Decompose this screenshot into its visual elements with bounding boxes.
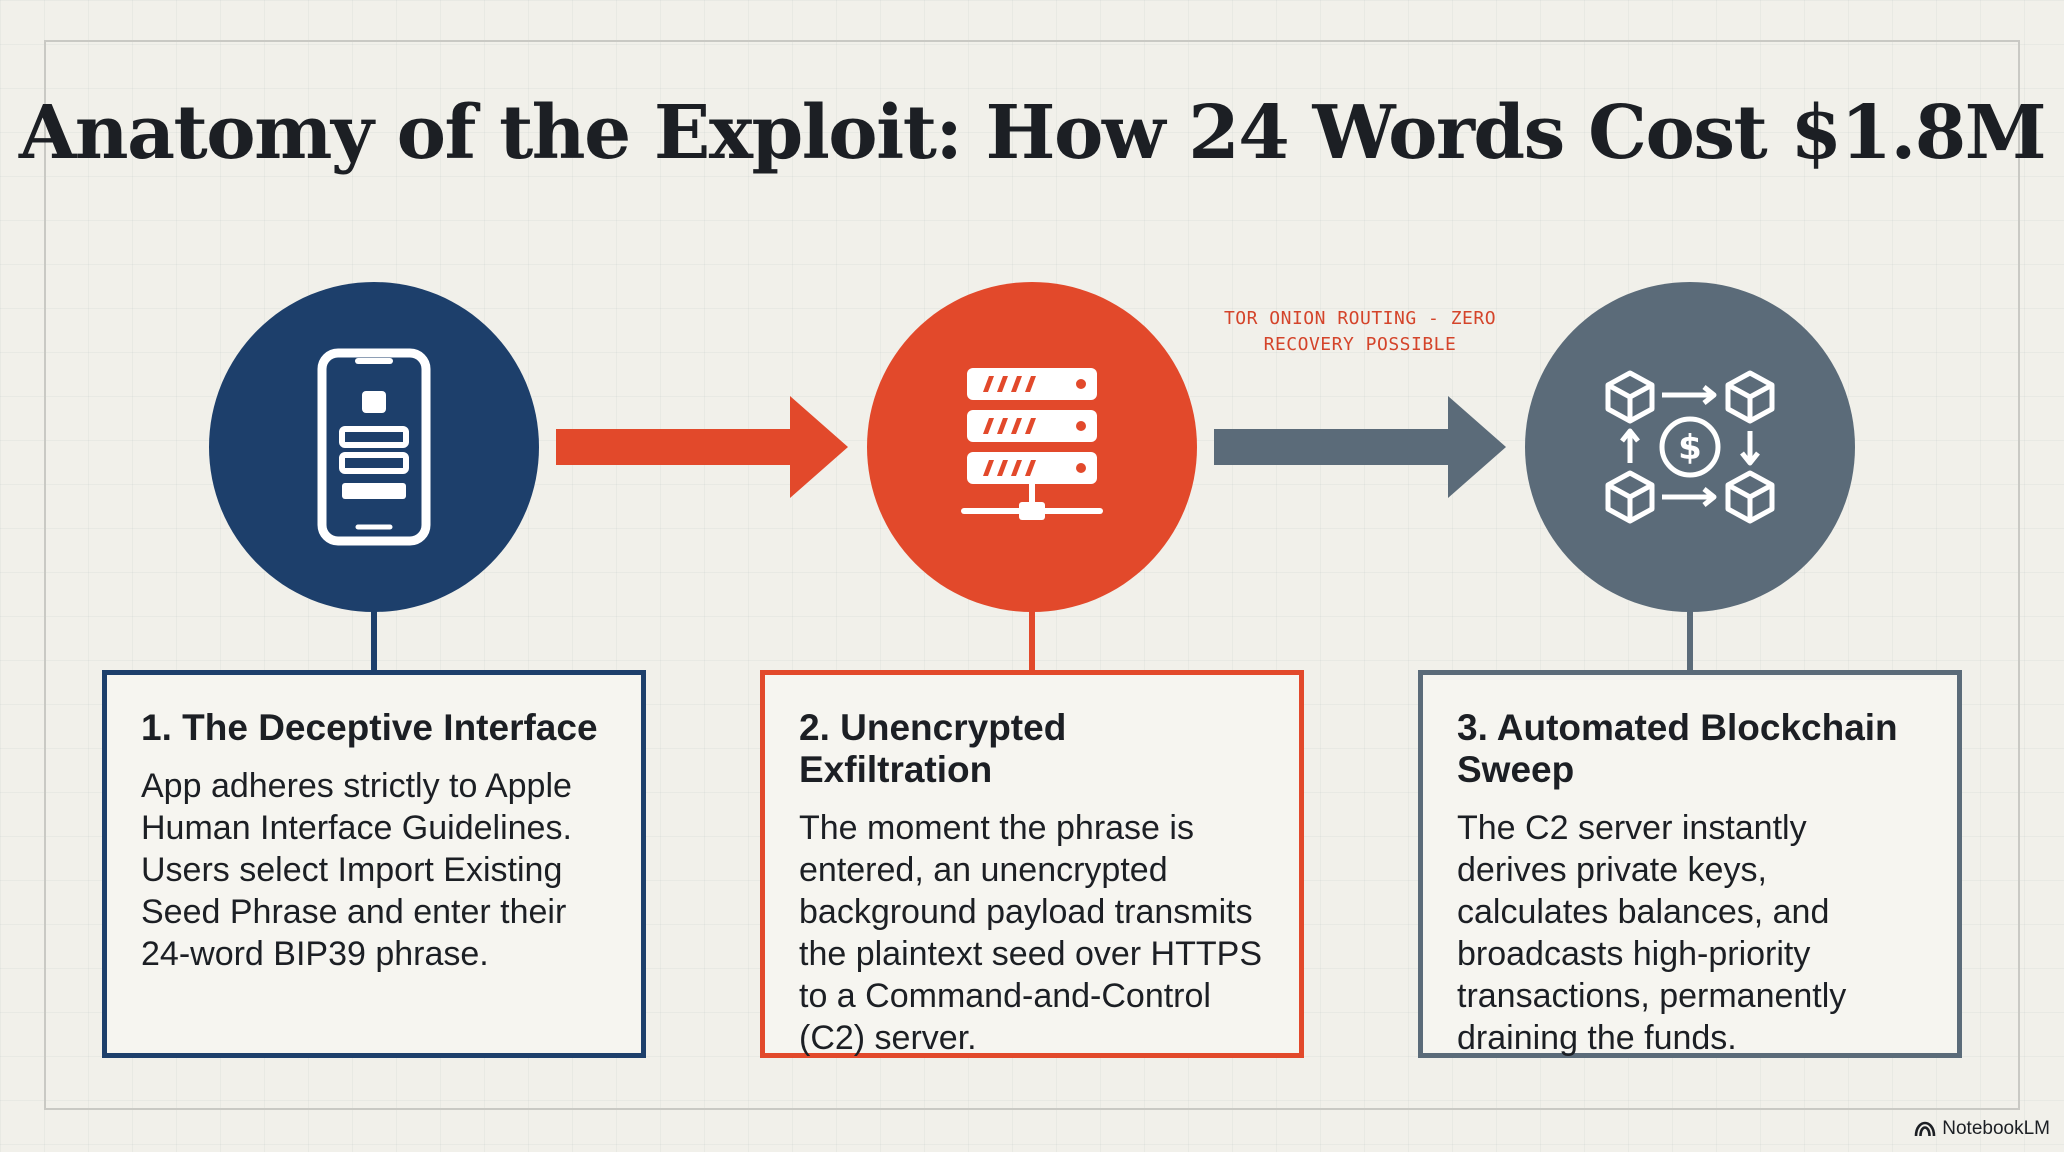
page-title: Anatomy of the Exploit: How 24 Words Cos… [18, 90, 2047, 176]
step-3-description: The C2 server instantly derives private … [1457, 809, 1847, 1057]
step-3-card: 3. Automated Blockchain Sweep The C2 ser… [1418, 670, 1962, 1058]
step-2-circle [867, 282, 1197, 612]
blockchain-sweep-icon: $ [1605, 370, 1775, 524]
step-3-connector-stem [1687, 610, 1693, 672]
step-1-heading: 1. The Deceptive Interface [141, 707, 598, 748]
step-1-card: 1. The Deceptive Interface App adheres s… [102, 670, 646, 1058]
step-1-circle [209, 282, 539, 612]
step-2-connector-stem [1029, 610, 1035, 672]
step-2-heading: 2. Unencrypted Exfiltration [799, 707, 1067, 790]
arrow-right-icon [1214, 396, 1506, 498]
svg-text:$: $ [1678, 428, 1702, 468]
step-1-description: App adheres strictly to Apple Human Inte… [141, 767, 572, 973]
content-frame [44, 40, 2020, 1110]
brand-label: NotebookLM [1942, 1118, 2050, 1139]
step-2-card: 2. Unencrypted Exfiltration The moment t… [760, 670, 1304, 1058]
server-icon [961, 368, 1103, 520]
connector-annotation: TOR ONION ROUTING - ZERO RECOVERY POSSIB… [1200, 306, 1520, 358]
step-3-circle: $ [1525, 282, 1855, 612]
notebooklm-watermark: NotebookLM [1914, 1118, 2050, 1140]
step-2-description: The moment the phrase is entered, an une… [799, 809, 1263, 1057]
arrow-right-icon [556, 396, 848, 498]
step-1-connector-stem [371, 610, 377, 672]
notebooklm-logo-icon [1914, 1121, 1936, 1137]
annotation-line-2: RECOVERY POSSIBLE [1263, 334, 1457, 355]
annotation-line-1: TOR ONION ROUTING - ZERO [1223, 308, 1497, 329]
smartphone-icon [317, 348, 431, 546]
step-3-heading: 3. Automated Blockchain Sweep [1457, 707, 1898, 790]
